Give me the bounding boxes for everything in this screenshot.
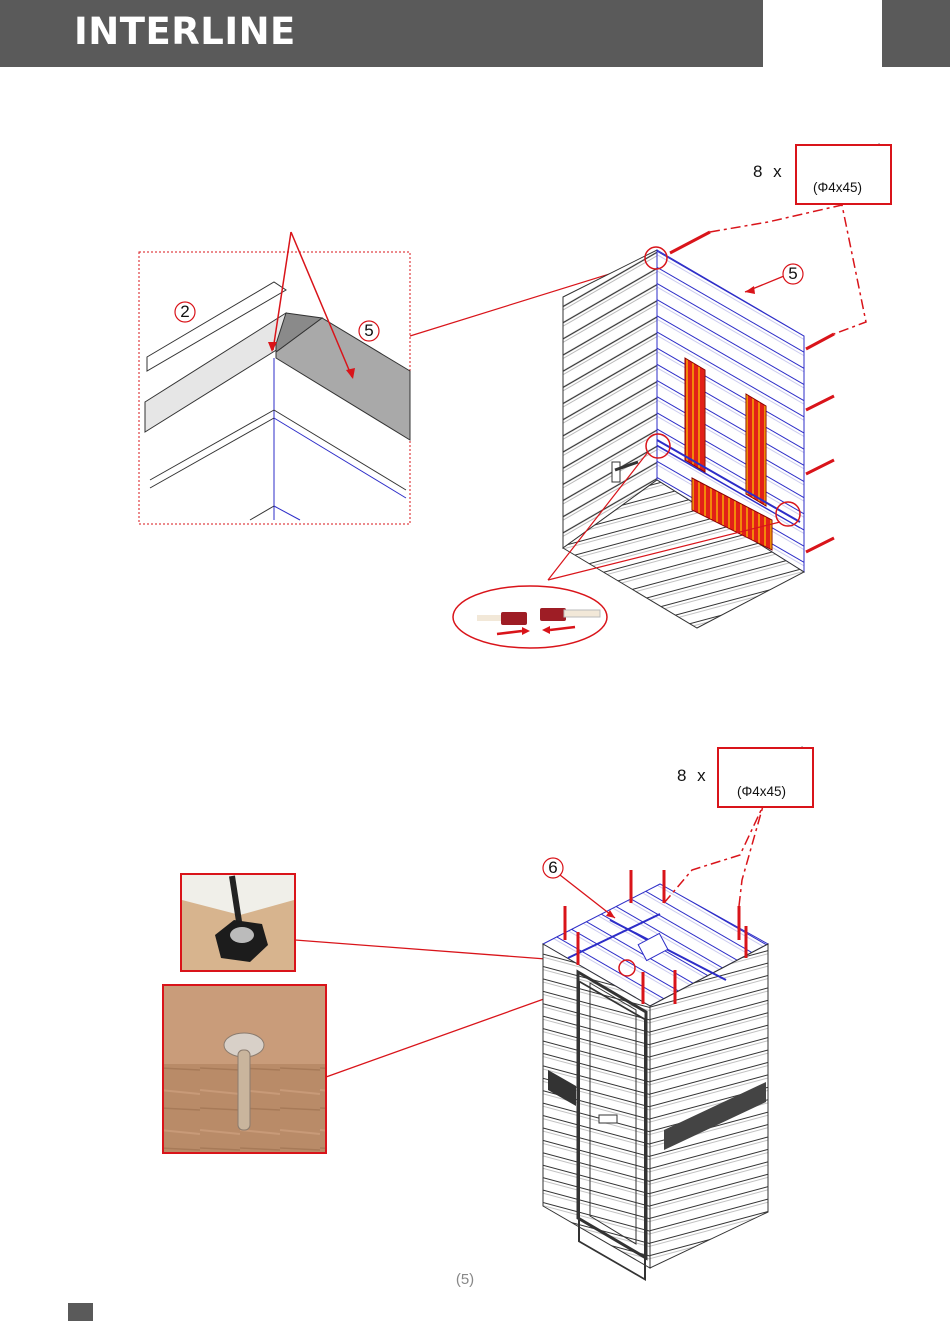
page-number: (5) (443, 1271, 487, 1288)
callout-part-5-detail: 5 (358, 320, 380, 342)
screw-spec-box-upper (795, 144, 892, 205)
lower-photo-nut (181, 874, 295, 971)
footer-block (68, 1303, 93, 1321)
callout-part-6: 6 (542, 857, 564, 879)
callout-part-2: 2 (174, 301, 196, 323)
screw-quantity-upper: 8 x (753, 162, 785, 182)
screw-spec-upper: (Φ4x45) (813, 180, 862, 195)
lower-photo-bolt (163, 985, 326, 1153)
screw-spec-lower: (Φ4x45) (737, 784, 786, 799)
screw-quantity-lower: 8 x (677, 766, 709, 786)
upper-cabin-corner (563, 250, 804, 628)
upper-detail-inset (139, 232, 410, 524)
callout-part-5: 5 (782, 263, 804, 285)
